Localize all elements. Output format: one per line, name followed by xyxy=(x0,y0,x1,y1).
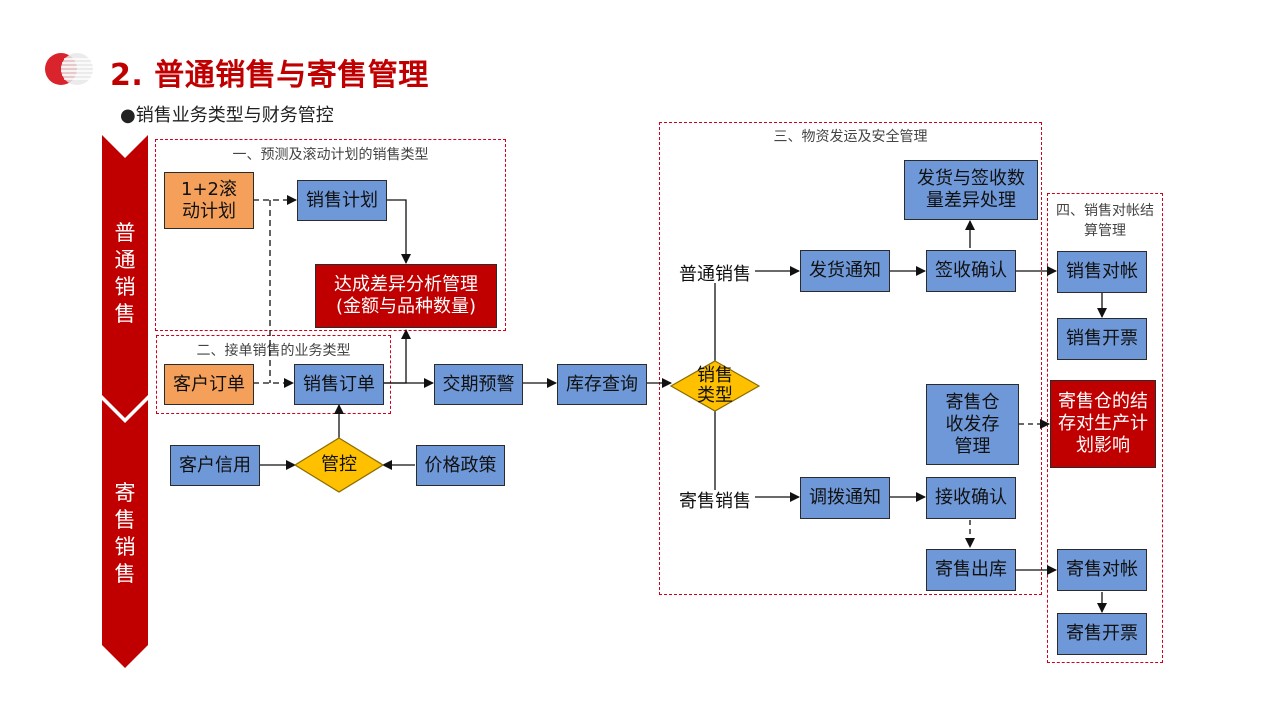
node-accept-confirm: 接收确认 xyxy=(926,477,1016,519)
node-receipt-confirm: 签收确认 xyxy=(926,250,1016,292)
node-rolling-plan: 1+2滚动计划 xyxy=(164,172,254,229)
page-subtitle: ●销售业务类型与财务管控 xyxy=(120,105,334,126)
node-consign-invoice: 寄售开票 xyxy=(1057,613,1147,655)
node-sales-invoice: 销售开票 xyxy=(1057,318,1147,360)
control-diamond xyxy=(293,437,385,493)
node-delivery-warning: 交期预警 xyxy=(434,364,523,405)
node-consign-impact: 寄售仓的结存对生产计划影响 xyxy=(1050,380,1156,468)
node-price-policy: 价格政策 xyxy=(416,445,505,486)
region-reconcile-label: 四、销售对帐结算管理 xyxy=(1056,203,1154,239)
node-sales-order: 销售订单 xyxy=(294,364,384,405)
page-title: 2. 普通销售与寄售管理 xyxy=(110,58,429,93)
region-forecast-label: 一、预测及滚动计划的销售类型 xyxy=(232,147,429,163)
label-control: 管控 xyxy=(321,454,357,475)
node-customer-order: 客户订单 xyxy=(164,364,254,405)
brand-logo-icon xyxy=(45,53,99,85)
node-transfer-notice: 调拨通知 xyxy=(800,477,890,519)
region-logistics xyxy=(659,122,1042,595)
node-sales-reconcile: 销售对帐 xyxy=(1057,251,1147,293)
node-consign-storage: 寄售仓收发存管理 xyxy=(926,384,1019,465)
node-ship-diff: 发货与签收数量差异处理 xyxy=(904,160,1038,220)
node-consign-reconcile: 寄售对帐 xyxy=(1057,549,1147,591)
sidebar-label-consign: 寄售销售 xyxy=(114,481,136,586)
region-forecast xyxy=(155,139,506,331)
region-order xyxy=(156,335,391,414)
label-consign-sales: 寄售销售 xyxy=(679,491,751,512)
node-inventory-query: 库存查询 xyxy=(557,364,647,405)
sales-type-diamond xyxy=(669,360,761,412)
region-logistics-label: 三、物资发运及安全管理 xyxy=(773,129,928,145)
node-sales-plan: 销售计划 xyxy=(297,180,387,221)
region-order-label: 二、接单销售的业务类型 xyxy=(196,343,351,359)
node-ship-notice: 发货通知 xyxy=(800,250,890,292)
label-normal-sales: 普通销售 xyxy=(679,264,751,285)
node-customer-credit: 客户信用 xyxy=(170,445,260,486)
label-sales-type: 销售类型 xyxy=(697,365,733,406)
sidebar-label-normal: 普通销售 xyxy=(114,221,136,326)
node-consign-out: 寄售出库 xyxy=(926,549,1016,591)
node-variance-analysis: 达成差异分析管理(金额与品种数量) xyxy=(315,264,497,328)
